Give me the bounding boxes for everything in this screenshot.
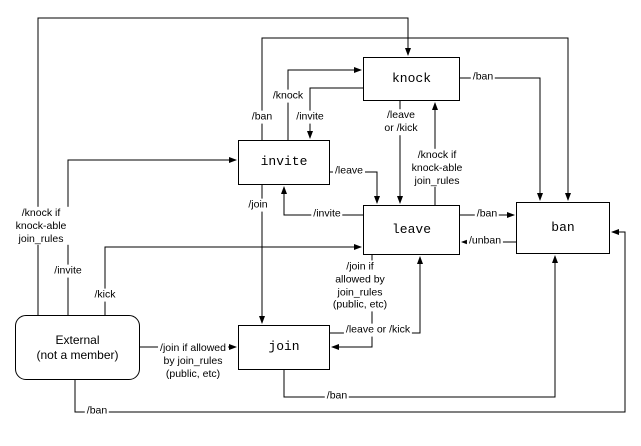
edge-label-invite-knock: /knock <box>270 89 306 103</box>
edge-label-leave-invite: /invite <box>311 207 343 221</box>
edge-external-knock <box>37 17 411 315</box>
state-join: join <box>238 325 330 370</box>
edge-external-invite <box>67 157 237 315</box>
edge-label-join-ban: /ban <box>324 389 350 403</box>
edge-invite-ban <box>261 37 571 201</box>
edge-join-ban <box>283 255 558 398</box>
state-leave: leave <box>363 205 460 255</box>
edge-label-knock-leave: /leave or /kick <box>382 109 420 135</box>
edge-label-knock-ban: /ban <box>470 70 496 84</box>
edge-label-external-invite: /invite <box>52 264 84 278</box>
edge-label-invite-ban: /ban <box>249 110 275 124</box>
state-external: External (not a member) <box>15 315 140 380</box>
edge-label-join-leave: /leave or /kick <box>343 323 413 337</box>
edge-invite-knock <box>287 67 362 140</box>
state-knock-label: knock <box>391 70 431 86</box>
edge-label-external-leave: /kick <box>92 288 118 302</box>
edge-label-invite-join: /join <box>246 198 270 212</box>
state-invite: invite <box>238 140 330 185</box>
edge-external-leave <box>104 244 362 315</box>
edge-knock-ban <box>460 77 543 201</box>
edge-label-leave-join: /join if allowed by join_rules (public, … <box>330 260 390 312</box>
edge-label-external-ban: /ban <box>84 404 110 418</box>
edge-label-leave-ban: /ban <box>474 207 500 221</box>
edge-label-knock-invite: /invite <box>294 110 326 124</box>
state-join-label: join <box>268 339 300 355</box>
edge-external-ban <box>74 229 626 413</box>
state-leave-label: leave <box>391 221 431 237</box>
state-ban: ban <box>516 202 610 254</box>
state-ban-label: ban <box>551 219 575 235</box>
state-external-label: External (not a member) <box>36 332 119 362</box>
edge-label-external-knock: /knock if knock-able join_rules <box>13 206 69 246</box>
edge-label-external-join: /join if allowed by join_rules (public, … <box>158 341 228 381</box>
edge-label-invite-leave: /leave <box>332 164 366 178</box>
state-knock: knock <box>363 57 460 101</box>
edge-label-leave-knock: /knock if knock-able join_rules <box>409 148 465 188</box>
edge-label-ban-leave: /unban <box>466 234 504 248</box>
state-invite-label: invite <box>260 154 308 170</box>
